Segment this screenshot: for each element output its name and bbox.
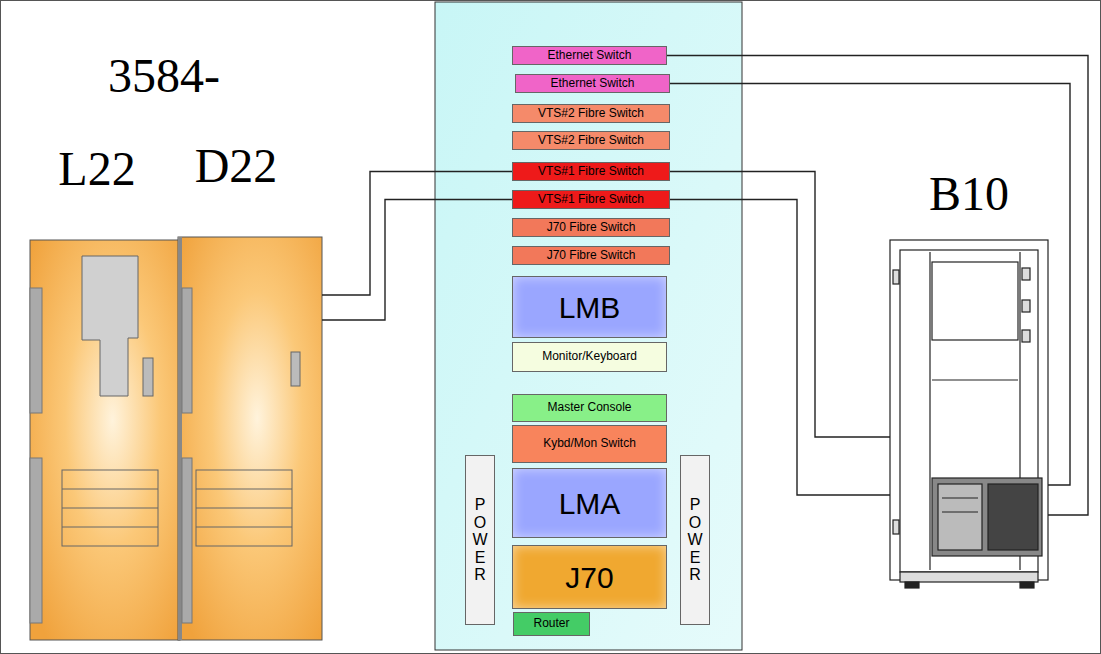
switch-box: J70 Fibre Switch: [512, 218, 670, 237]
hinge: [893, 520, 899, 534]
power-strip: POWER: [465, 455, 495, 625]
side-strip: [182, 288, 192, 413]
cable: [670, 84, 1070, 486]
rack-inner: [900, 250, 1038, 572]
router-box: Router: [513, 612, 590, 636]
drawer-line: [196, 508, 292, 509]
drawer-line: [62, 489, 158, 490]
side-strip: [182, 458, 192, 623]
rack-shelf: [932, 379, 1018, 380]
bracket: [1022, 268, 1030, 280]
server-rack-node: B10: [890, 240, 1048, 580]
box-label: J70 Fibre Switch: [547, 221, 636, 234]
console-box: Master Console: [512, 394, 667, 422]
box-label: Ethernet Switch: [550, 77, 634, 90]
model-label: 3584-: [108, 52, 220, 100]
box-label: VTS#2 Fibre Switch: [538, 134, 644, 147]
rack-rail: [929, 252, 930, 570]
tape-library-cabinet: D22: [178, 237, 322, 640]
drawer-line: [62, 527, 158, 528]
cable: [322, 172, 512, 296]
box-label: Master Console: [547, 401, 631, 414]
side-strip: [30, 458, 42, 623]
hinge: [893, 270, 899, 284]
console-box: Monitor/Keyboard: [512, 342, 667, 372]
box-label: Ethernet Switch: [547, 49, 631, 62]
box-label: Monitor/Keyboard: [542, 350, 637, 363]
rack-shelf: [932, 262, 1018, 340]
server-grille: [988, 484, 1038, 550]
switch-box: J70 Fibre Switch: [512, 246, 670, 265]
server-box: LMA: [512, 468, 667, 538]
rack-foot: [1020, 582, 1034, 588]
box-label: VTS#1 Fibre Switch: [538, 165, 644, 178]
unit-label: B10: [890, 170, 1048, 218]
cable: [667, 56, 1088, 516]
side-strip: [30, 288, 42, 413]
bracket: [1022, 330, 1030, 342]
box-label: J70 Fibre Switch: [547, 249, 636, 262]
server-rack: [890, 240, 1048, 588]
server-unit: [932, 478, 1042, 556]
drive-slot: [942, 497, 978, 498]
cabinet-body: [30, 240, 180, 640]
box-label: LMA: [559, 487, 621, 520]
power-label: POWER: [687, 496, 703, 584]
box-label: LMB: [559, 291, 621, 324]
rack-foot: [905, 582, 919, 588]
box-label: VTS#1 Fibre Switch: [538, 193, 644, 206]
switch-box: VTS#1 Fibre Switch: [512, 190, 670, 209]
expansion-cabinet: [178, 237, 322, 640]
switch-box: VTS#2 Fibre Switch: [512, 131, 670, 150]
unit-label: L22: [22, 145, 172, 193]
cabinet-body: [178, 237, 322, 640]
rack-body: [890, 240, 1048, 580]
library-cabinet: [30, 240, 180, 640]
handle: [291, 352, 300, 386]
power-label: POWER: [472, 496, 488, 584]
switch-box: VTS#1 Fibre Switch: [512, 162, 670, 181]
handle: [143, 358, 153, 396]
drawer-line: [196, 527, 292, 528]
server-box: LMB: [512, 276, 667, 338]
switch-box: Kybd/Mon Switch: [512, 425, 667, 463]
server-panel: [938, 484, 982, 550]
drawer-line: [196, 489, 292, 490]
rack-base: [900, 572, 1038, 582]
box-label: J70: [565, 561, 613, 594]
box-label: Router: [533, 617, 569, 630]
box-label: VTS#2 Fibre Switch: [538, 107, 644, 120]
switch-box: VTS#2 Fibre Switch: [512, 104, 670, 123]
cable: [670, 172, 890, 438]
drawer-line: [62, 508, 158, 509]
bracket: [1022, 300, 1030, 312]
box-label: Kybd/Mon Switch: [543, 437, 636, 450]
switch-box: Ethernet Switch: [512, 46, 667, 65]
drawer-bay: [62, 470, 158, 546]
window: [82, 256, 138, 396]
power-strip: POWER: [680, 455, 710, 625]
switch-box: Ethernet Switch: [515, 74, 670, 93]
cable: [670, 200, 890, 496]
rack-frame: [435, 2, 742, 650]
cabinet-edge: [178, 237, 182, 640]
server-box: J70: [512, 545, 667, 609]
unit-label: D22: [164, 142, 308, 190]
drive-slot: [942, 511, 978, 512]
drawer-bay: [196, 470, 292, 546]
cable: [322, 200, 512, 321]
tape-library-cabinet: L22: [30, 240, 180, 640]
